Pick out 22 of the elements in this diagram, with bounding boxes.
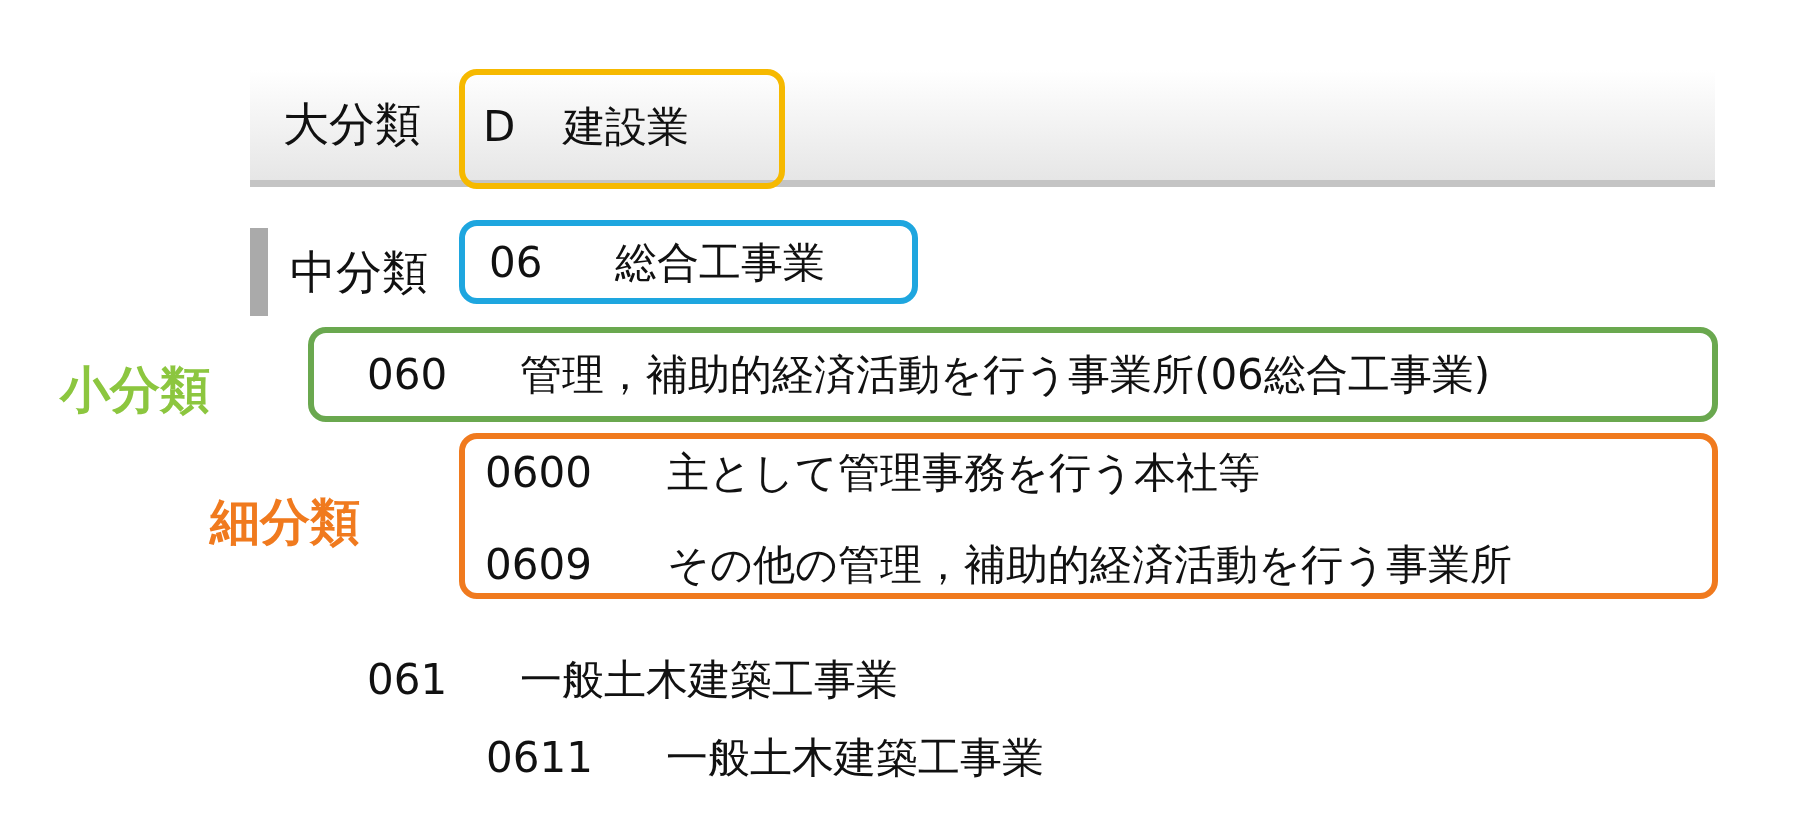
highlight-box (459, 220, 918, 304)
highlight-box (308, 327, 1718, 422)
level-label: 大分類 (283, 98, 421, 150)
category-name: 一般土木建築工事業 (666, 734, 1044, 782)
code-text: 0600 (485, 449, 592, 497)
code-text: 060 (367, 351, 448, 399)
category-name: 一般土木建築工事業 (520, 656, 898, 704)
code-text: 061 (367, 656, 448, 704)
category-name: 総合工事業 (615, 239, 825, 287)
category-name: 管理，補助的経済活動を行う事業所(06総合工事業) (520, 351, 1491, 399)
level-label: 小分類 (60, 362, 210, 418)
category-name: その他の管理，補助的経済活動を行う事業所 (667, 541, 1512, 589)
code-text: D (483, 103, 516, 151)
highlight-box (459, 69, 785, 189)
level-label: 中分類 (250, 228, 428, 316)
code-text: 0611 (486, 734, 593, 782)
category-name: 建設業 (563, 103, 689, 151)
category-name: 主として管理事務を行う本社等 (667, 449, 1260, 497)
level-label: 細分類 (210, 494, 360, 550)
code-text: 0609 (485, 541, 592, 589)
highlight-box (459, 433, 1718, 599)
code-text: 06 (489, 239, 543, 287)
